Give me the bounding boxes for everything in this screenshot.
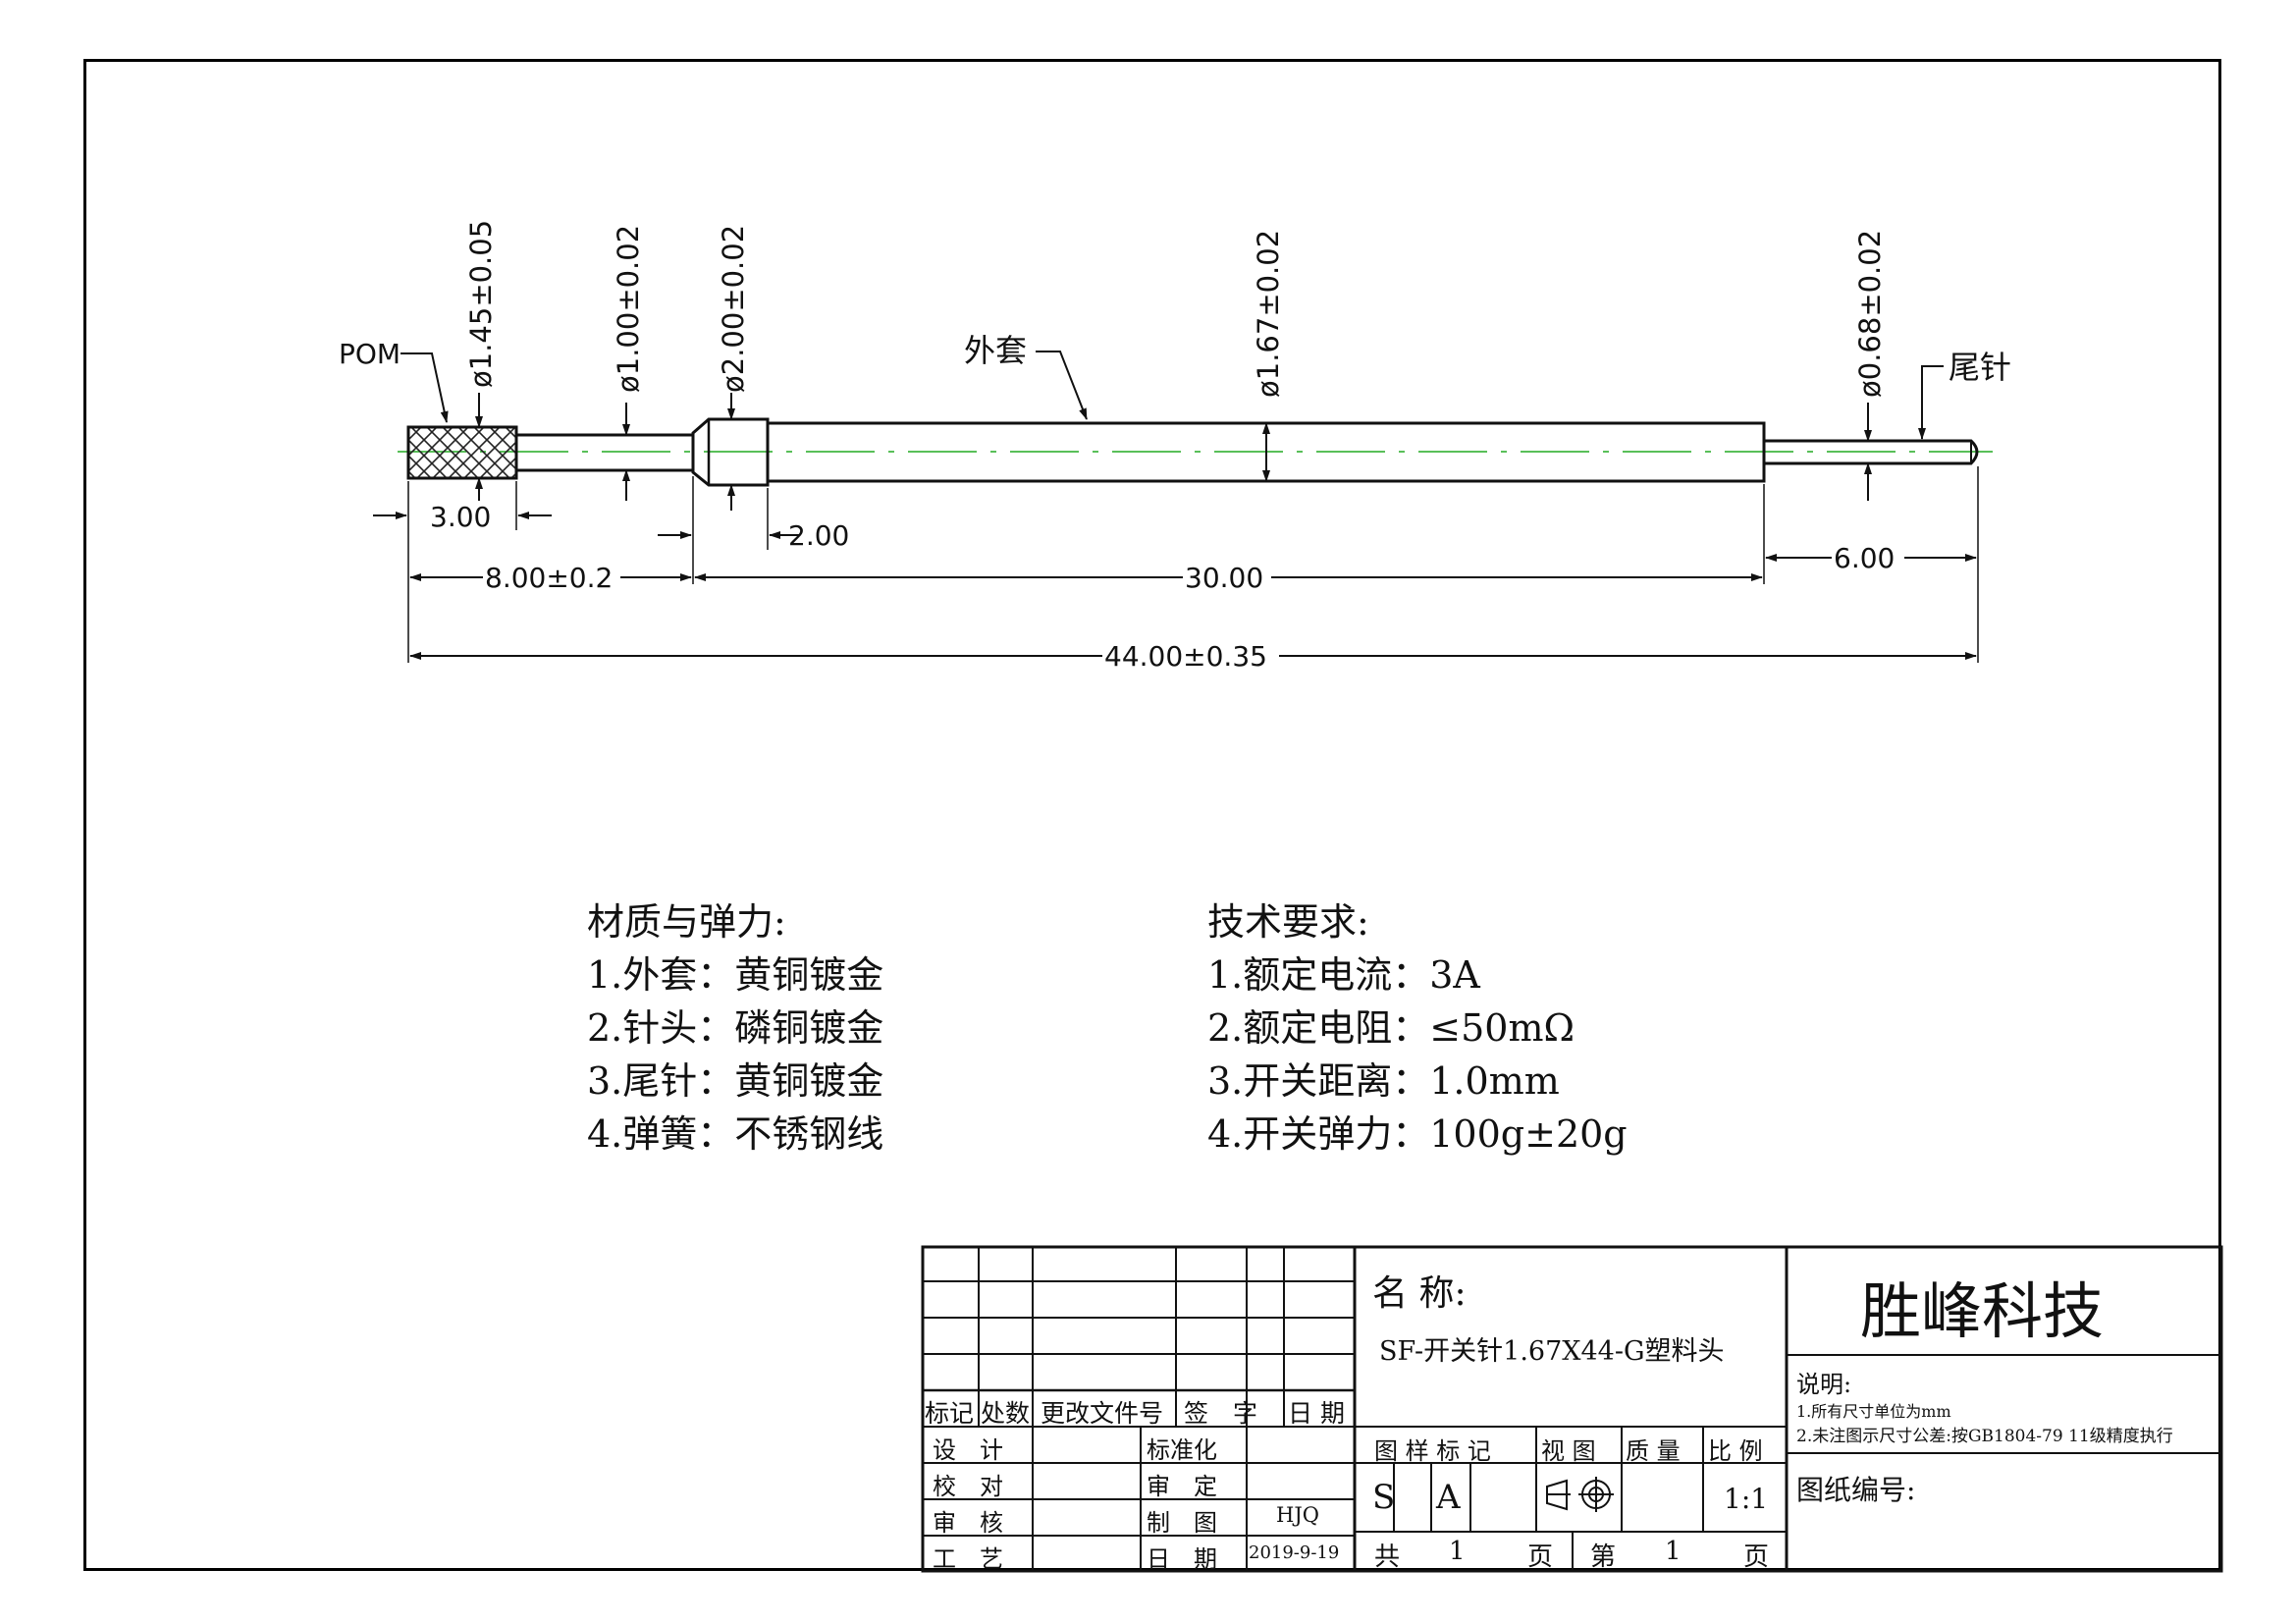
dia-head-label: ø1.45±0.05 bbox=[464, 220, 498, 388]
tech-item: 2.额定电阻：≤50mΩ bbox=[1207, 1006, 1575, 1050]
pom-head bbox=[406, 425, 518, 480]
sheet-value: 1 bbox=[1665, 1537, 1682, 1566]
rev-header-mark: 标记 bbox=[925, 1399, 975, 1428]
materials-item: 1.外套：黄铜镀金 bbox=[587, 953, 884, 997]
materials-item: 3.尾针：黄铜镀金 bbox=[587, 1059, 884, 1103]
row-draw-label: 制 图 bbox=[1147, 1509, 1217, 1537]
note-line: 1.所有尺寸单位为mm bbox=[1796, 1402, 1951, 1421]
scale-value: 1:1 bbox=[1724, 1483, 1769, 1515]
scale-label: 比 例 bbox=[1708, 1437, 1763, 1465]
drafter-value: HJQ bbox=[1276, 1503, 1319, 1527]
dia-sleeve-label: ø1.67±0.02 bbox=[1252, 230, 1285, 398]
sleeve-label: 外套 bbox=[964, 332, 1027, 369]
sleeve-len-label: 30.00 bbox=[1185, 562, 1263, 594]
row-design-label: 设 计 bbox=[933, 1436, 1003, 1464]
total-label: 共 bbox=[1374, 1542, 1401, 1572]
date-value: 2019-9-19 bbox=[1249, 1542, 1340, 1563]
dia-neck-label: ø1.00±0.02 bbox=[612, 225, 645, 393]
total-value: 1 bbox=[1449, 1537, 1466, 1566]
tail-len-label: 6.00 bbox=[1834, 542, 1895, 574]
tech-item: 1.额定电流：3A bbox=[1207, 953, 1480, 997]
view-label: 视 图 bbox=[1541, 1437, 1596, 1465]
projection-symbol-icon bbox=[1546, 1477, 1614, 1512]
row-process-label: 工 艺 bbox=[933, 1545, 1003, 1573]
dia-collar-label: ø2.00±0.02 bbox=[717, 225, 750, 393]
head-len-label: 3.00 bbox=[430, 501, 491, 533]
front-len-label: 8.00±0.2 bbox=[485, 562, 613, 594]
row-approve-label: 审 定 bbox=[1147, 1473, 1217, 1500]
part-name-value: SF-开关针1.67X44-G塑料头 bbox=[1379, 1336, 1725, 1367]
sheet-label: 第 bbox=[1590, 1542, 1617, 1572]
tech-notes: 技术要求: 1.额定电流：3A 2.额定电阻：≤50mΩ 3.开关距离：1.0m… bbox=[1207, 895, 1628, 1161]
rev-header-date: 日 期 bbox=[1288, 1399, 1345, 1428]
extension-lines bbox=[407, 466, 1979, 663]
rev-header-sign: 签 字 bbox=[1184, 1399, 1258, 1428]
pom-label: POM bbox=[339, 338, 400, 370]
materials-notes: 材质与弹力: 1.外套：黄铜镀金 2.针头：磷铜镀金 3.尾针：黄铜镀金 4.弹… bbox=[587, 895, 883, 1161]
materials-title: 材质与弹力: bbox=[587, 900, 786, 944]
tech-item: 3.开关距离：1.0mm bbox=[1207, 1059, 1560, 1103]
mass-label: 质 量 bbox=[1626, 1437, 1681, 1465]
tail-pin-label: 尾针 bbox=[1949, 349, 2011, 386]
sample-mark-label: 图 样 标 记 bbox=[1374, 1437, 1491, 1465]
drawing-no-label: 图纸编号: bbox=[1796, 1474, 1916, 1506]
tail-leader bbox=[1918, 365, 1944, 440]
note-line: 2.未注图示尺寸公差:按GB1804-79 11级精度执行 bbox=[1796, 1427, 2173, 1446]
tech-title: 技术要求: bbox=[1207, 900, 1369, 944]
sheet-unit: 页 bbox=[1743, 1542, 1770, 1572]
row-review-label: 审 核 bbox=[933, 1509, 1003, 1537]
materials-item: 4.弹簧：不锈钢线 bbox=[587, 1112, 884, 1156]
row-check-label: 校 对 bbox=[933, 1473, 1003, 1500]
tech-item: 4.开关弹力：100g±20g bbox=[1207, 1112, 1628, 1156]
company-name: 胜峰科技 bbox=[1860, 1275, 2105, 1347]
rev-header-doc: 更改文件号 bbox=[1041, 1399, 1164, 1428]
mark-s: S bbox=[1372, 1478, 1396, 1517]
mark-a: A bbox=[1436, 1478, 1461, 1517]
total-len-label: 44.00±0.35 bbox=[1104, 640, 1267, 673]
total-unit: 页 bbox=[1527, 1542, 1554, 1572]
notes-title: 说明: bbox=[1796, 1371, 1852, 1398]
name-label: 名 称: bbox=[1372, 1273, 1467, 1314]
row-standard-label: 标准化 bbox=[1147, 1436, 1217, 1464]
dia-tail-label: ø0.68±0.02 bbox=[1853, 230, 1887, 398]
pom-leader bbox=[400, 352, 449, 423]
rev-header-count: 处数 bbox=[981, 1399, 1031, 1428]
sleeve-leader bbox=[1036, 351, 1088, 420]
collar-len-label: 2.00 bbox=[788, 519, 849, 552]
row-date-label: 日 期 bbox=[1147, 1545, 1217, 1573]
materials-item: 2.针头：磷铜镀金 bbox=[587, 1006, 884, 1050]
